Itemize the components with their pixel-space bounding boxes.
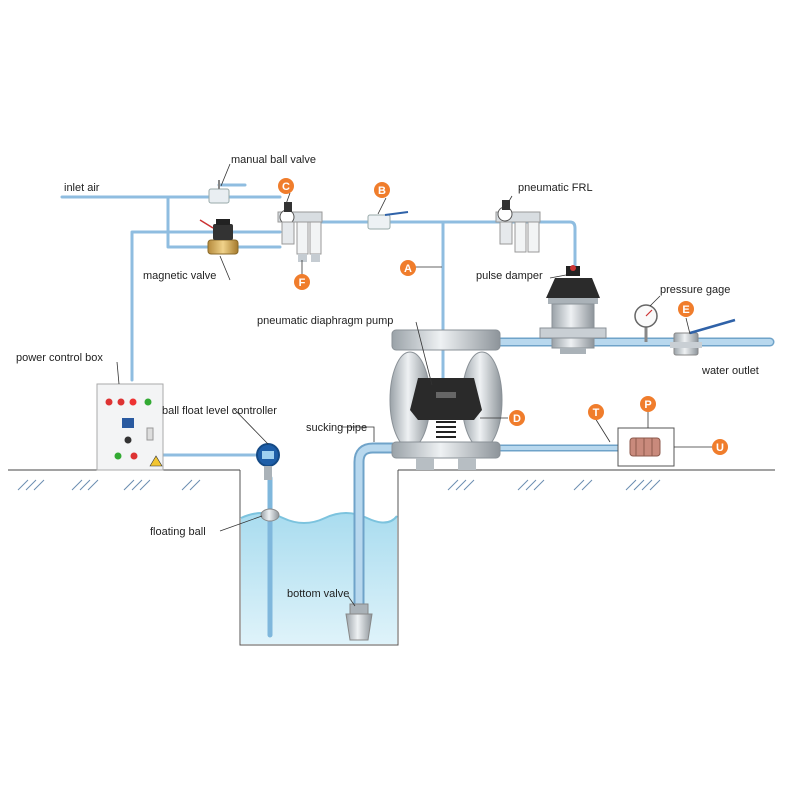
svg-text:P: P: [644, 399, 651, 411]
label-bottom-valve: bottom valve: [287, 588, 349, 600]
pipes: [60, 183, 775, 638]
pump-spring: [436, 421, 456, 438]
svg-text:A: A: [404, 263, 412, 275]
label-inlet-air: inlet air: [64, 182, 100, 194]
frl-unit-left: [277, 202, 323, 262]
marker-d: D: [509, 410, 525, 426]
diaphragm-pump: [389, 329, 503, 470]
label-water-outlet: water outlet: [701, 365, 759, 377]
svg-text:C: C: [282, 181, 290, 193]
pressure-gauge: [634, 304, 658, 342]
marker-e: E: [678, 301, 694, 317]
marker-u: U: [712, 439, 728, 455]
marker-a: A: [400, 260, 416, 276]
label-floating-ball: floating ball: [150, 526, 206, 538]
marker-p: P: [640, 396, 656, 412]
svg-text:B: B: [378, 185, 386, 197]
pneumatic-frl-right: [495, 200, 541, 253]
pulse-damper: [539, 265, 607, 354]
label-pressure-gage: pressure gage: [660, 284, 730, 296]
label-magnetic-valve: magnetic valve: [143, 270, 216, 282]
water-body: [241, 513, 397, 644]
svg-text:D: D: [513, 413, 521, 425]
marker-b: B: [374, 182, 390, 198]
suction-pipe: [353, 442, 406, 614]
outlet-valve: [670, 318, 736, 356]
labels: manual ball valve inlet air magnetic val…: [16, 154, 759, 600]
svg-text:T: T: [593, 407, 600, 419]
label-ball-float-level-controller: ball float level controller: [162, 405, 277, 417]
power-control-box: [96, 383, 164, 471]
marker-c: C: [278, 178, 294, 194]
bottom-valve: [345, 603, 373, 641]
label-pulse-damper: pulse damper: [476, 270, 543, 282]
svg-text:E: E: [682, 304, 689, 316]
svg-text:F: F: [299, 277, 306, 289]
manual-ball-valve: [208, 180, 230, 204]
magnetic-valve: [199, 219, 239, 255]
label-pneumatic-diaphragm-pump: pneumatic diaphragm pump: [257, 315, 393, 327]
water-tank: [239, 470, 399, 646]
label-sucking-pipe: sucking pipe: [306, 422, 367, 434]
marker-t: T: [588, 404, 604, 420]
ground: [8, 469, 775, 491]
svg-text:U: U: [716, 442, 724, 454]
label-manual-ball-valve: manual ball valve: [231, 154, 316, 166]
ball-valve-b: [367, 211, 409, 230]
component-p-box: [617, 427, 675, 467]
leader-lines: [116, 163, 712, 607]
label-pneumatic-frl: pneumatic FRL: [518, 182, 593, 194]
marker-f: F: [294, 274, 310, 290]
markers: C B A F E D T P U: [278, 178, 728, 455]
ground-hatching: [17, 479, 661, 491]
label-power-control-box: power control box: [16, 352, 103, 364]
